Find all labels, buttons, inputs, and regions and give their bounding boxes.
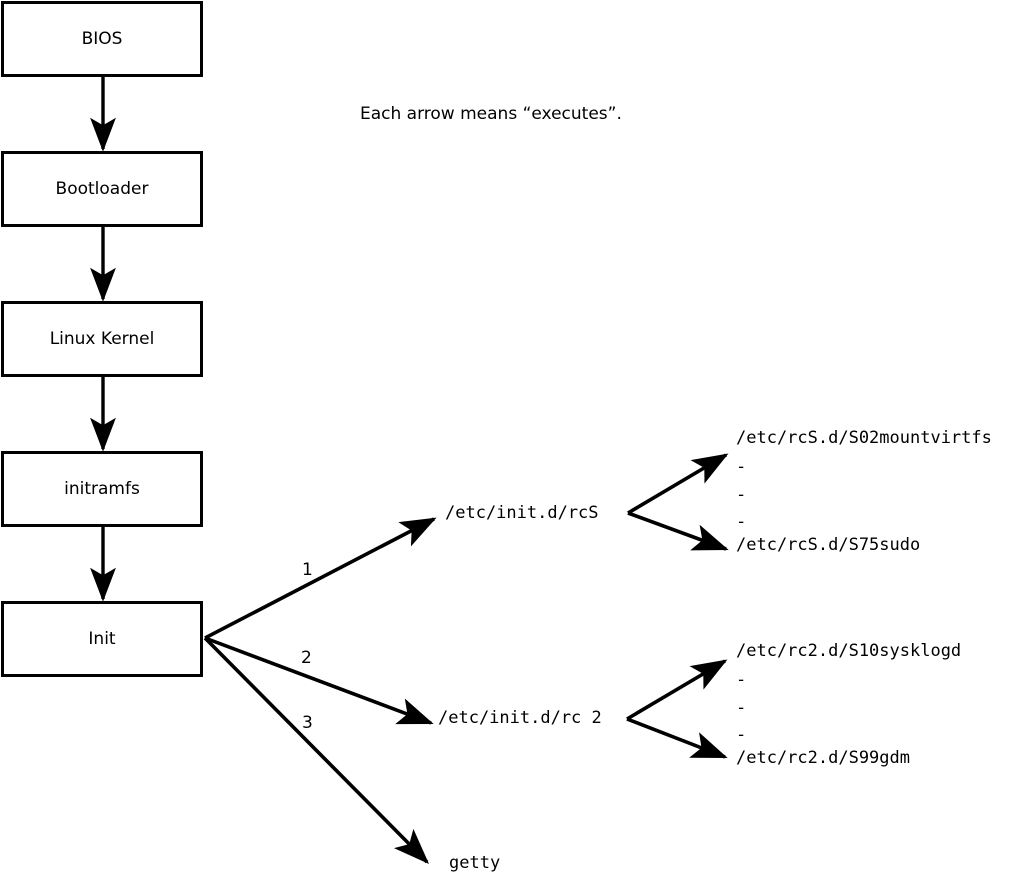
node-rc2-first-script[interactable]: /etc/rc2.d/S10sysklogd [736,641,962,661]
node-getty[interactable]: getty [449,853,501,873]
node-bootloader-label: Bootloader [55,178,149,199]
rc2-ellipsis-dash-3: - [736,725,747,745]
edge-rc2-to-last-script [626,717,728,759]
caption-text: Each arrow means “executes”. [360,104,622,124]
node-linux-kernel[interactable]: Linux Kernel [1,301,203,377]
edge-init-to-rc2 [204,636,434,725]
node-init[interactable]: Init [1,601,203,677]
edge-init-to-rcS [204,517,437,640]
edge-rcS-to-last-script [627,511,729,551]
edge-rc2-to-first-script [626,659,728,721]
node-etc-init-d-rcS[interactable]: /etc/init.d/rcS [445,503,599,523]
edge-number-3: 3 [302,713,313,733]
edge-rcS-to-first-script [627,453,729,515]
node-bootloader[interactable]: Bootloader [1,151,203,227]
node-rcS-first-script[interactable]: /etc/rcS.d/S02mountvirtfs [736,428,992,448]
edge-init-to-getty [203,636,430,865]
node-bios[interactable]: BIOS [1,1,203,77]
node-rc2-last-script[interactable]: /etc/rc2.d/S99gdm [736,748,910,768]
node-etc-init-d-rc-2[interactable]: /etc/init.d/rc 2 [438,708,602,728]
node-initramfs-label: initramfs [64,478,140,499]
node-rcS-last-script[interactable]: /etc/rcS.d/S75sudo [736,535,921,555]
rcS-ellipsis-dash-1: - [736,457,747,477]
node-initramfs[interactable]: initramfs [1,451,203,527]
rc2-ellipsis-dash-1: - [736,670,747,690]
edge-number-1: 1 [302,560,313,580]
edge-number-2: 2 [301,648,312,668]
rcS-ellipsis-dash-3: - [736,512,747,532]
rc2-ellipsis-dash-2: - [736,698,747,718]
rcS-ellipsis-dash-2: - [736,485,747,505]
node-init-label: Init [88,628,116,649]
node-linux-kernel-label: Linux Kernel [49,328,155,349]
node-bios-label: BIOS [81,28,123,49]
